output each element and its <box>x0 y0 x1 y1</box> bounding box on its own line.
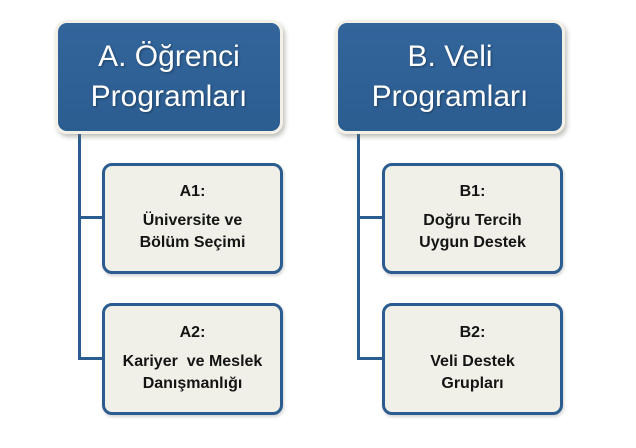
parent-node-title: A. Öğrenci Programları <box>90 40 248 113</box>
child-node-b1: B1: Doğru Tercih Uygun Destek <box>382 163 563 274</box>
child-node-b2: B2: Veli Destek Grupları <box>382 303 563 415</box>
child-node-a1: A1: Üniversite ve Bölüm Seçimi <box>102 163 283 274</box>
child-node-code: B1: <box>459 183 486 201</box>
connector-b-vertical <box>357 130 360 360</box>
parent-node-student-programs: A. Öğrenci Programları <box>55 20 283 134</box>
parent-node-title: B. Veli Programları <box>371 40 529 113</box>
child-node-code: B2: <box>459 323 486 341</box>
child-node-label: Kariyer ve Meslek Danışmanlığı <box>122 352 263 392</box>
child-node-label: Veli Destek Grupları <box>430 352 515 392</box>
child-node-label: Üniversite ve Bölüm Seçimi <box>139 212 246 251</box>
child-node-label: Doğru Tercih Uygun Destek <box>419 212 526 251</box>
connector-b-to-child-b2 <box>357 357 385 360</box>
parent-node-parent-programs: B. Veli Programları <box>335 20 565 134</box>
child-node-a2: A2: Kariyer ve Meslek Danışmanlığı <box>102 303 283 415</box>
connector-a-to-child-a1 <box>78 216 105 219</box>
connector-a-vertical <box>78 130 81 360</box>
child-node-code: A2: <box>179 323 206 341</box>
connector-a-to-child-a2 <box>78 357 105 360</box>
child-node-code: A1: <box>179 183 206 201</box>
connector-b-to-child-b1 <box>357 216 385 219</box>
